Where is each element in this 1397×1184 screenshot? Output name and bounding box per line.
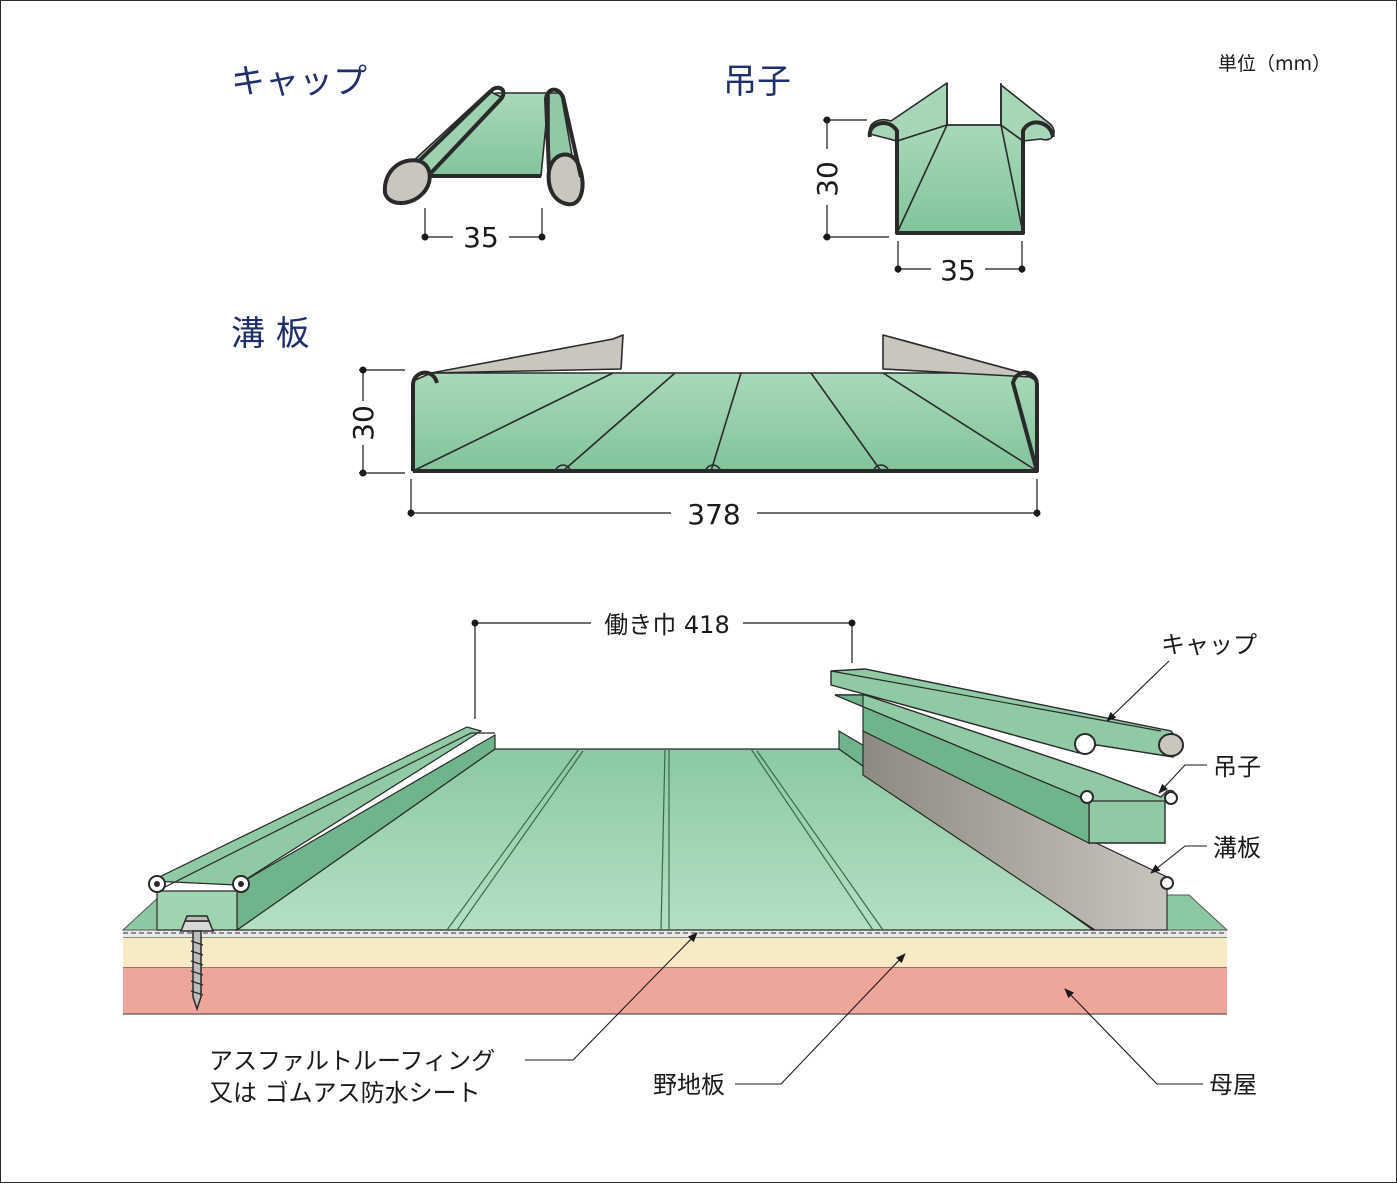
callout-panel: 溝板: [1213, 834, 1261, 862]
clip-width-dim: 35: [940, 254, 976, 287]
roofing-sheet-layer: [123, 930, 1227, 937]
clip-profile: [867, 82, 1055, 235]
unit-label: 単位（mm）: [1218, 53, 1331, 75]
cap-title: キャップ: [231, 62, 367, 102]
assembly-panel: [148, 726, 1174, 932]
sheathing-layer: [123, 936, 1227, 967]
purlin-layer: [123, 966, 1227, 1015]
fastener-screw: [179, 915, 215, 1012]
panel-profile: [411, 334, 1039, 473]
cap-profile: [382, 85, 585, 207]
cap-width-dim: 35: [463, 221, 499, 254]
callout-roofing-line2: 又は ゴムアス防水シート: [209, 1079, 481, 1107]
clip-height-dim: 30: [811, 161, 844, 197]
callout-purlin: 母屋: [1209, 1071, 1257, 1099]
callout-clip: 吊子: [1213, 753, 1261, 781]
exploded-clip: [834, 694, 1178, 844]
panel-title: 溝 板: [231, 314, 310, 354]
callout-cap: キャップ: [1161, 631, 1257, 659]
callout-roofing-line1: アスファルトルーフィング: [209, 1047, 495, 1075]
working-width-dim: 働き巾 418: [604, 611, 729, 639]
panel-height-dim: 30: [347, 405, 380, 441]
clip-title: 吊子: [723, 62, 791, 102]
exploded-cap: [830, 668, 1184, 758]
callout-sheathing: 野地板: [653, 1071, 725, 1099]
panel-width-dim: 378: [687, 498, 740, 531]
